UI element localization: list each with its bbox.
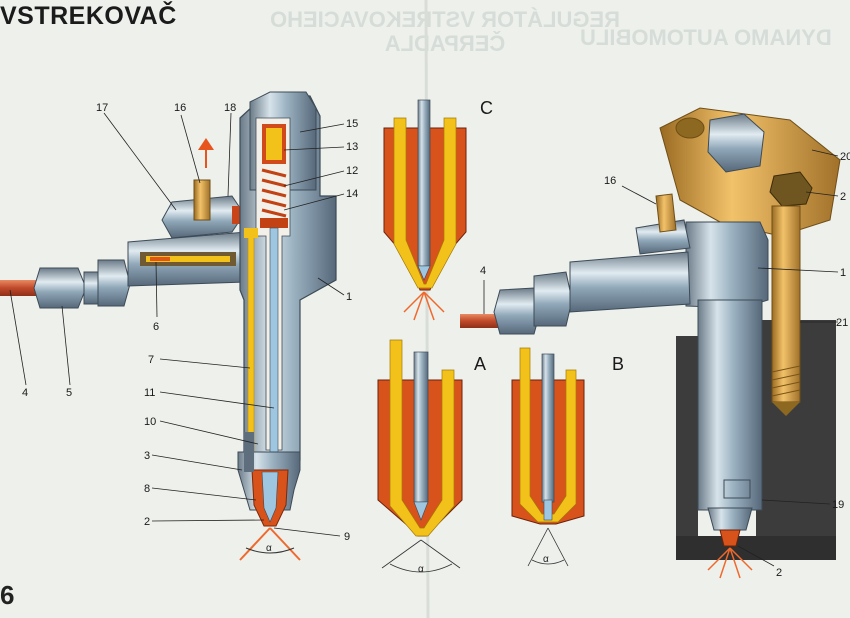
page-title: VSTREKOVAČ [0, 2, 177, 30]
nozzle-nut-right [707, 507, 753, 531]
spray-right [707, 547, 753, 579]
union-nut-right [533, 271, 573, 327]
page-number: 6 [0, 580, 15, 610]
nozzle-a-needle-tip [413, 501, 429, 521]
pressure-spring [261, 168, 287, 218]
callout-r-21: 21 [836, 317, 848, 329]
dowel-pin [244, 432, 254, 472]
callout-r-1: 1 [840, 267, 846, 279]
nozzle-detail-c: C [383, 98, 493, 321]
nozzle-holder-body [697, 299, 763, 511]
nozzle-c-needle-tip [417, 265, 431, 281]
engine-block-base [676, 536, 836, 560]
injector-holder-block [685, 221, 769, 309]
nozzle-detail-a: α A [377, 339, 486, 575]
callout-9: 9 [344, 531, 350, 543]
callout-18: 18 [224, 102, 236, 114]
callout-r-20: 20 [840, 151, 850, 163]
callout-11: 11 [144, 387, 155, 399]
callout-6: 6 [153, 321, 159, 333]
right-leaders [483, 149, 839, 567]
callout-r-2: 2 [840, 191, 846, 203]
fuel-pipe [0, 280, 44, 296]
engine-block-left [676, 336, 698, 560]
callout-15: 15 [346, 118, 358, 130]
view-label-c: C [480, 98, 493, 118]
inlet-fuel-channel [146, 256, 230, 262]
callout-3: 3 [144, 450, 150, 462]
nozzle-detail-b: α B [511, 347, 624, 567]
fuel-pipe-right [460, 314, 506, 328]
nozzle-a-angle-symbol: α [418, 564, 424, 575]
view-label-b: B [612, 354, 624, 374]
view-label-a: A [474, 354, 486, 374]
spray-angle-symbol: α [266, 543, 272, 554]
stud-thread [771, 365, 801, 397]
callout-1: 1 [346, 291, 352, 303]
nozzle-a-needle [413, 351, 429, 503]
adjusting-screw-core [266, 128, 282, 160]
nozzle-needle [261, 471, 279, 523]
external-injector-view [460, 107, 841, 579]
callout-r-16: 16 [604, 175, 616, 187]
callout-r-19: 19 [832, 499, 844, 511]
stud-tip [772, 402, 800, 416]
nozzle-c-spray [403, 291, 445, 321]
pressure-spindle [269, 227, 279, 469]
callout-12: 12 [346, 165, 358, 177]
left-leaders [9, 112, 345, 537]
nozzle-b-pintle [543, 499, 553, 521]
callout-14: 14 [346, 188, 358, 200]
pipe-nut-right [493, 287, 541, 335]
leak-off-banjo [193, 179, 211, 221]
nozzle-a-angle [381, 539, 461, 573]
nozzle-c-fuel-gallery [393, 117, 457, 289]
callout-16: 16 [174, 102, 186, 114]
spring-seat [260, 218, 288, 228]
body-flat [723, 479, 751, 499]
spray-angle-arc [245, 547, 295, 554]
callout-4: 4 [22, 387, 28, 399]
callout-17: 17 [96, 102, 108, 114]
callout-5: 5 [66, 387, 72, 399]
right-callout-labels: 16 20 2 1 4 21 19 2 [480, 151, 850, 579]
callout-r-4: 4 [480, 265, 486, 277]
nozzle-b-fuel-gallery [519, 347, 577, 523]
callout-13: 13 [346, 141, 358, 153]
nozzle-b-angle [527, 527, 569, 567]
nozzle-a-fuel-gallery [389, 339, 455, 537]
callout-r-2b: 2 [776, 567, 782, 579]
nozzle-c-needle [417, 99, 431, 267]
spray-jets [239, 527, 301, 561]
mounting-stud [771, 205, 801, 403]
nozzle-tip-right [719, 529, 741, 547]
left-callout-labels: 17 16 18 15 13 12 14 1 6 4 5 7 11 10 3 8… [22, 102, 358, 543]
bracket-nut-2 [769, 171, 813, 207]
bracket-stud-left [675, 117, 705, 139]
inlet-fitting-right [569, 251, 691, 313]
nozzle-b-needle [541, 353, 555, 503]
callout-2: 2 [144, 516, 150, 528]
fuel-channel-inlet [244, 228, 258, 238]
fuel-return-arrow-icon [198, 138, 214, 168]
sectional-injector: α [0, 91, 337, 561]
callout-10: 10 [144, 416, 156, 428]
fuel-flow-mark [150, 257, 170, 261]
bracket-hex-nut [707, 113, 765, 173]
union-nut [97, 259, 131, 307]
callout-7: 7 [148, 354, 154, 366]
nozzle-b-angle-symbol: α [543, 554, 549, 565]
pipe-nut [33, 267, 87, 309]
callout-8: 8 [144, 483, 150, 495]
leak-off-banjo-right [655, 193, 677, 233]
